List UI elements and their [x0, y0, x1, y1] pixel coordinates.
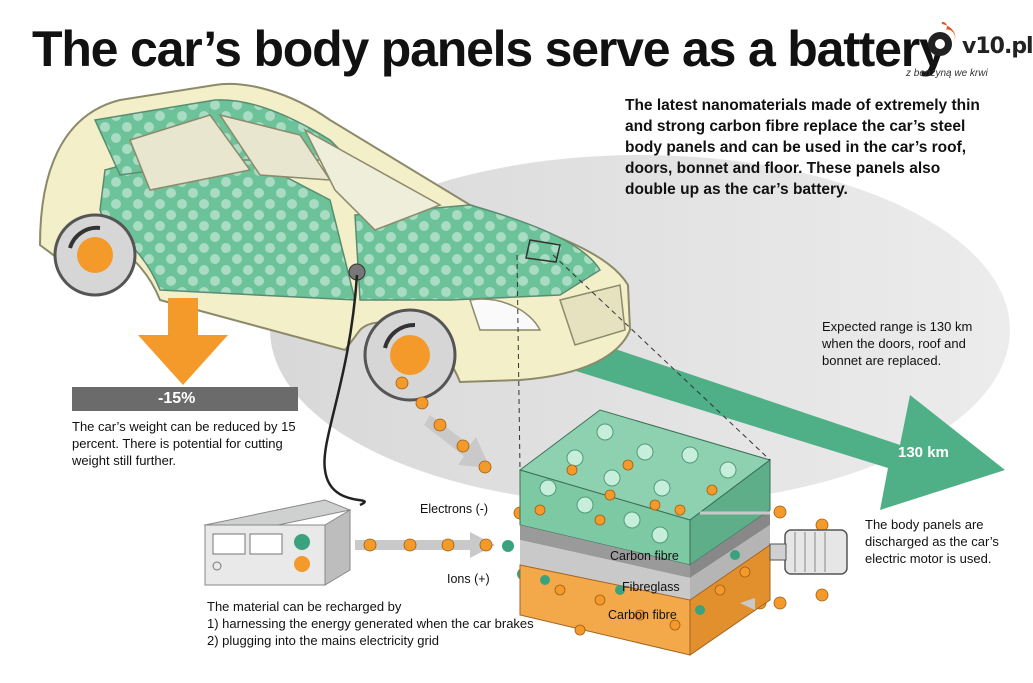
charging-cable	[323, 274, 366, 507]
site-logo: v10.pl z benzyną we krwi	[906, 10, 1033, 82]
discharge-text: The body panels are discharged as the ca…	[865, 517, 999, 566]
recharge-block: The material can be recharged by 1) harn…	[207, 598, 627, 649]
tire-flame-icon	[928, 22, 956, 56]
weight-reduction-badge: -15%	[72, 387, 298, 411]
range-text: Expected range is 130 km when the doors,…	[822, 319, 973, 368]
electrons-label: Electrons (-)	[420, 502, 489, 516]
page-title: The car’s body panels serve as a battery	[32, 21, 947, 77]
fibreglass-label: Fibreglass	[622, 580, 680, 594]
intro-description: The latest nanomaterials made of extreme…	[625, 97, 980, 198]
ions-label: Ions (+)	[447, 572, 490, 586]
recharge-item: 2) plugging into the mains electricity g…	[207, 633, 439, 648]
recharge-item: 1) harnessing the energy generated when …	[207, 616, 534, 631]
weight-down-arrow	[138, 298, 228, 385]
electric-motor	[769, 529, 848, 575]
carbon-fibre-bottom-label: Carbon fibre	[608, 608, 677, 622]
weight-text: The car’s weight can be reduced by 15 pe…	[72, 419, 296, 468]
weight-reduction-value: -15%	[158, 390, 196, 407]
battery-panel	[518, 409, 772, 656]
carbon-fibre-top-label: Carbon fibre	[610, 549, 679, 563]
logo-tagline: z benzyną we krwi	[906, 68, 988, 79]
range-value: 130 km	[898, 444, 949, 461]
recharge-intro: The material can be recharged by	[207, 599, 402, 614]
charger	[203, 499, 352, 586]
logo-brand: v10.pl	[962, 34, 1033, 59]
car	[38, 82, 632, 402]
